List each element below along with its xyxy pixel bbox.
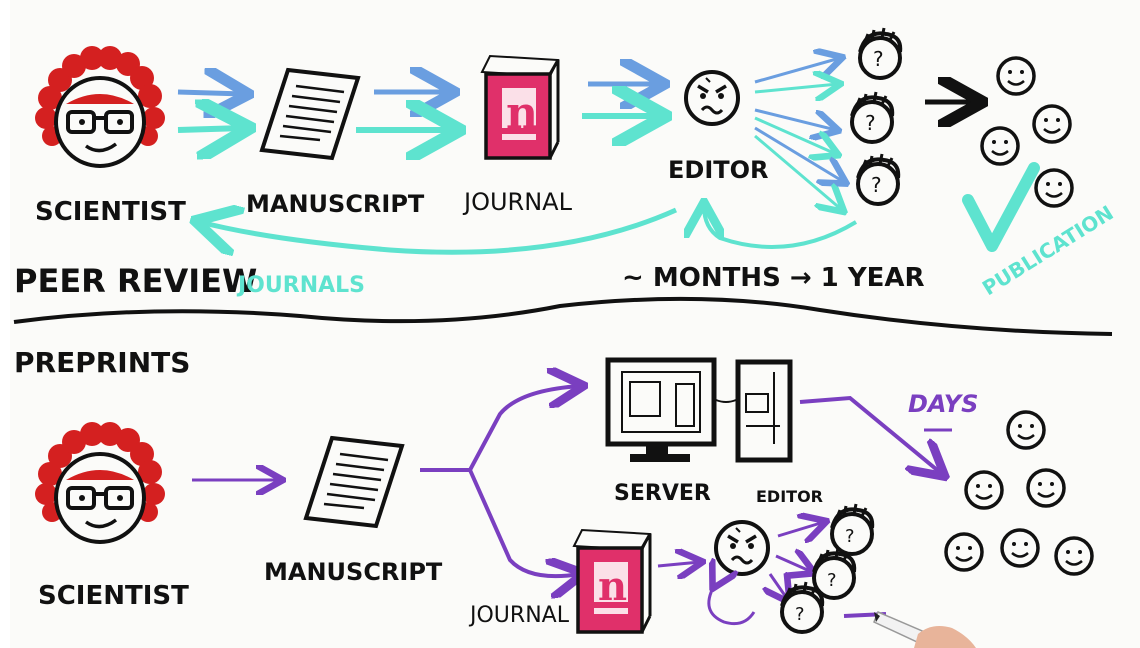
editor-label: EDITOR xyxy=(756,487,823,506)
scientist-face-icon xyxy=(33,44,167,168)
journal-glyph: n xyxy=(598,563,627,610)
review-loop-arrow xyxy=(704,206,858,249)
server-label: SERVER xyxy=(614,481,711,506)
days-label: DAYS xyxy=(908,390,978,418)
teal-arrow xyxy=(177,128,244,130)
reviewer-glyph: ? xyxy=(795,604,805,625)
top-section: SCIENTIST MANUSCRIPT n JOURNAL EDITOR ? … xyxy=(33,26,1118,301)
editor-label: EDITOR xyxy=(668,156,769,184)
publication-label: PUBLICATION xyxy=(978,201,1118,301)
blue-arrow xyxy=(177,92,244,94)
review-loop-arrow xyxy=(707,586,756,626)
scientist-label: SCIENTIST xyxy=(38,581,189,611)
smiling-reader-face-icon xyxy=(1000,528,1040,568)
reviewer-glyph: ? xyxy=(845,526,855,547)
left-edge xyxy=(0,0,10,648)
manuscript-label: MANUSCRIPT xyxy=(264,558,443,586)
reviewer-glyph: ? xyxy=(873,47,884,71)
smiling-reader-face-icon xyxy=(1026,468,1066,508)
reviewer-glyph: ? xyxy=(871,173,882,197)
angry-editor-face-icon xyxy=(684,70,740,126)
scientist-label: SCIENTIST xyxy=(35,197,186,227)
smiling-reader-face-icon xyxy=(1032,104,1072,144)
journals-label: JOURNALS xyxy=(236,273,365,298)
manuscript-page-icon xyxy=(260,68,360,160)
smiling-reader-face-icon xyxy=(996,56,1036,96)
fanout-arrows xyxy=(754,58,844,210)
manuscript-page-icon xyxy=(304,436,404,528)
to-server-arrow xyxy=(420,386,580,472)
hand-with-marker-icon xyxy=(873,611,976,648)
reviewer-glyph: ? xyxy=(827,570,837,591)
purple-arrow xyxy=(657,562,700,566)
smiling-reader-face-icon xyxy=(964,470,1004,510)
smiling-reader-face-icon xyxy=(1034,168,1074,208)
computer-server-icon xyxy=(605,357,793,463)
journal-label: JOURNAL xyxy=(468,603,570,628)
journal-label: JOURNAL xyxy=(462,188,573,216)
to-readers-arrow xyxy=(799,395,942,474)
checkmark-icon xyxy=(962,162,1040,252)
wavy-divider-line xyxy=(13,296,1113,336)
journal-glyph: n xyxy=(506,88,538,139)
smiling-reader-face-icon xyxy=(1054,536,1094,576)
purple-arrow xyxy=(777,522,824,536)
smiling-reader-face-icon xyxy=(944,532,984,572)
timeline-label: ~ MONTHS → 1 YEAR xyxy=(622,263,925,293)
smiling-reader-face-icon xyxy=(1006,410,1046,450)
angry-editor-face-icon xyxy=(714,520,770,576)
rejection-loop-arrow xyxy=(200,210,678,252)
purple-arrow xyxy=(775,556,812,572)
to-journal-arrow xyxy=(468,469,580,576)
divider: PEER REVIEW JOURNALS xyxy=(13,262,1113,336)
scientist-face-icon xyxy=(33,420,167,544)
reviewer-glyph: ? xyxy=(865,111,876,135)
peer-review-label: PEER REVIEW xyxy=(14,262,257,300)
bottom-section: PREPRINTS SCIENTIST MANUSCRIPT SERVER DA… xyxy=(14,346,1094,648)
manuscript-label: MANUSCRIPT xyxy=(246,190,425,218)
smiling-reader-face-icon xyxy=(980,126,1020,166)
preprints-label: PREPRINTS xyxy=(14,346,190,379)
